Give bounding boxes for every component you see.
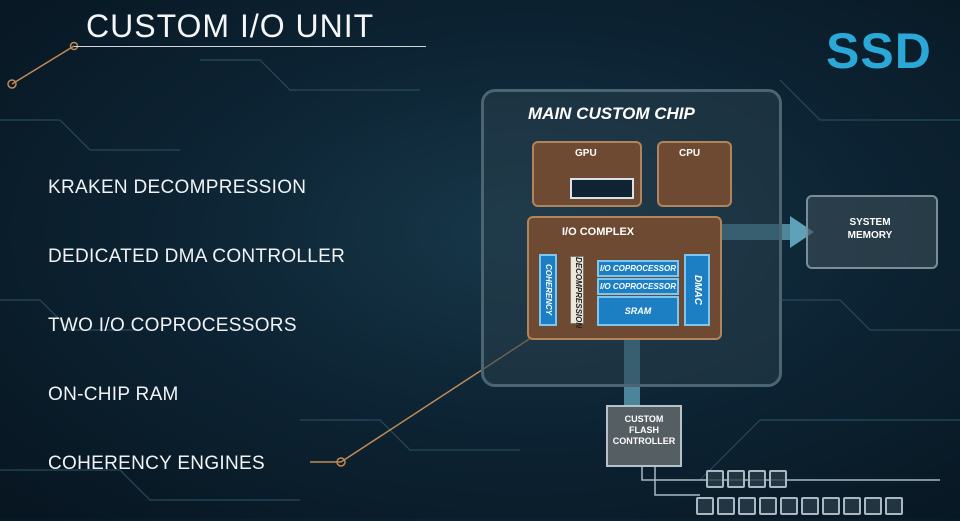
io-coprocessor-1: I/O COPROCESSOR <box>597 260 679 277</box>
title-connector-dot <box>7 79 17 89</box>
gpu-slot <box>570 178 634 199</box>
io-coprocessor-2: I/O COPROCESSOR <box>597 278 679 295</box>
feature-item: COHERENCY ENGINES <box>48 453 265 474</box>
coherency-engine: COHERENCY <box>539 254 557 326</box>
nand-chip <box>864 497 882 515</box>
system-memory-box <box>806 195 938 269</box>
nand-chip <box>885 497 903 515</box>
nand-chip <box>738 497 756 515</box>
dmac-block: DMAC <box>684 254 710 326</box>
title-underline <box>74 46 426 47</box>
title-connector-line <box>11 45 75 85</box>
flash-controller-label: CUSTOM FLASH CONTROLLER <box>612 414 676 446</box>
nand-chip <box>822 497 840 515</box>
cpu-block <box>657 141 732 207</box>
cpu-label: CPU <box>679 148 701 159</box>
nand-chip <box>717 497 735 515</box>
feature-item: ON-CHIP RAM <box>48 384 179 405</box>
nand-chip <box>696 497 714 515</box>
nand-chip <box>748 470 766 488</box>
nand-chip <box>843 497 861 515</box>
sram-block: SRAM <box>597 296 679 326</box>
io-complex-label: I/O COMPLEX <box>562 226 635 238</box>
coherency-pointer-dot <box>336 457 346 467</box>
system-memory-label: SYSTEM MEMORY <box>847 217 893 241</box>
nand-chip <box>801 497 819 515</box>
nand-chip <box>759 497 777 515</box>
slide-title: CUSTOM I/O UNIT <box>86 8 375 44</box>
main-chip-title: MAIN CUSTOM CHIP <box>528 104 695 123</box>
flash-controller-chip <box>606 405 682 467</box>
gpu-label: GPU <box>575 148 597 159</box>
feature-item: KRAKEN DECOMPRESSION <box>48 177 307 198</box>
feature-list: KRAKEN DECOMPRESSION DEDICATED DMA CONTR… <box>48 176 345 521</box>
feature-item: TWO I/O COPROCESSORS <box>48 315 297 336</box>
feature-item: DEDICATED DMA CONTROLLER <box>48 246 346 267</box>
nand-chip <box>769 470 787 488</box>
nand-chip <box>706 470 724 488</box>
nand-chip <box>727 470 745 488</box>
brand-label: SSD <box>826 23 932 79</box>
decompression-unit: DECOMPRESSION <box>570 256 584 328</box>
nand-chip <box>780 497 798 515</box>
